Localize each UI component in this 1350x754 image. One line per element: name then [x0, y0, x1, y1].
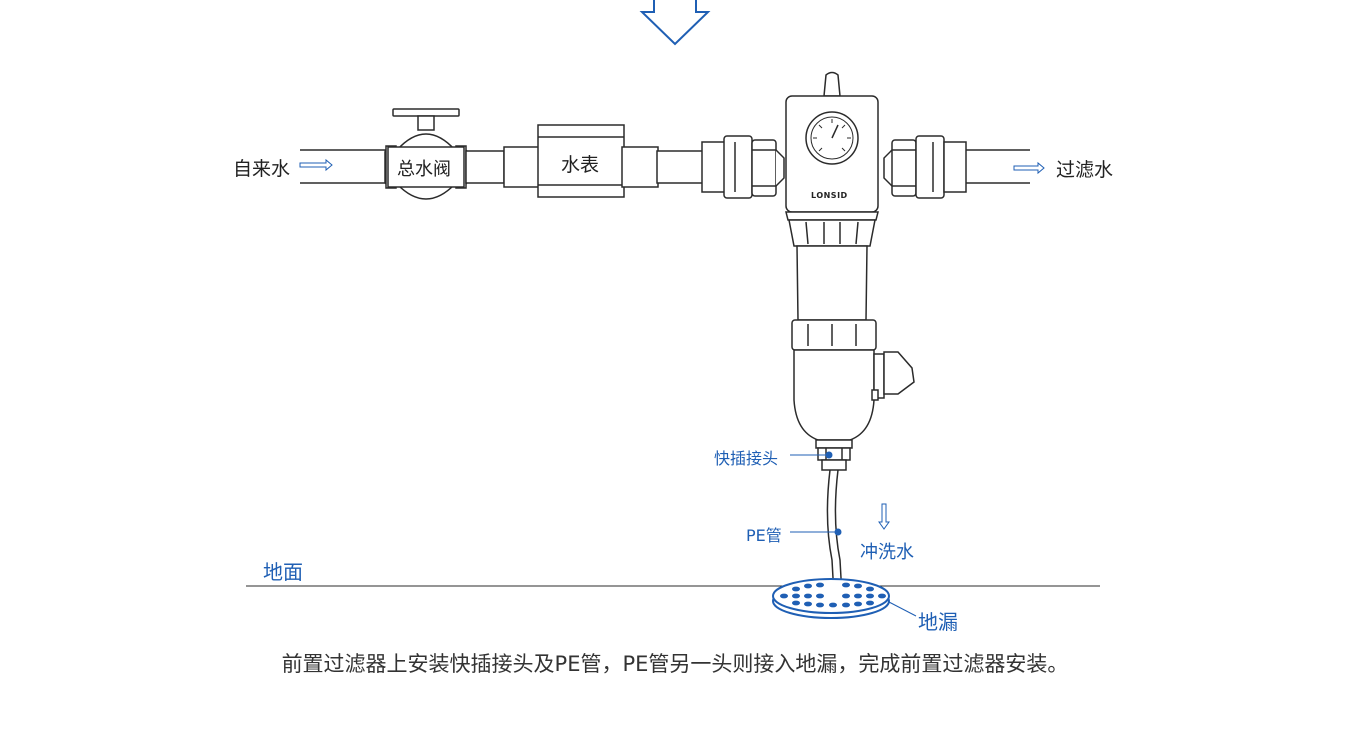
meter-to-filter-pipe — [656, 141, 727, 193]
connector-leader — [790, 451, 833, 459]
quick-connector-label: 快插接头 — [714, 449, 779, 468]
drain-leader — [888, 601, 917, 617]
filter-upper-housing — [788, 219, 876, 321]
inlet-water-label: 自来水 — [233, 158, 291, 180]
main-valve — [384, 108, 468, 200]
floor-drain-label: 地漏 — [918, 610, 958, 634]
quick-connector — [815, 439, 853, 471]
outlet-pipe — [966, 149, 1030, 184]
main-valve-label: 总水阀 — [397, 159, 451, 180]
caption-text: 前置过滤器上安装快插接头及PE管，PE管另一头则接入地漏，完成前置过滤器安装。 — [281, 652, 1069, 676]
ground-label: 地面 — [263, 560, 303, 584]
inlet-pipe — [300, 149, 392, 184]
right-union — [883, 135, 967, 199]
pe-tube — [826, 469, 843, 597]
water-meter-label: 水表 — [561, 154, 600, 176]
inlet-arrow-icon — [299, 158, 333, 172]
valve-to-meter-pipe — [465, 146, 541, 188]
water-meter — [537, 124, 659, 198]
pressure-gauge-icon — [805, 111, 859, 165]
left-union — [723, 135, 785, 199]
brand-logo: LONSID — [811, 191, 848, 200]
pe-pipe-leader — [790, 528, 842, 536]
flush-arrow-icon — [878, 503, 890, 530]
filtered-water-label: 过滤水 — [1056, 159, 1114, 181]
flush-water-label: 冲洗水 — [860, 542, 914, 563]
floor-drain — [772, 578, 890, 619]
filter-bowl — [791, 319, 877, 441]
drain-valve-knob — [871, 351, 915, 401]
outlet-arrow-icon — [1013, 161, 1045, 175]
down-arrow-icon — [639, 0, 711, 46]
pe-pipe-label: PE管 — [746, 526, 782, 545]
